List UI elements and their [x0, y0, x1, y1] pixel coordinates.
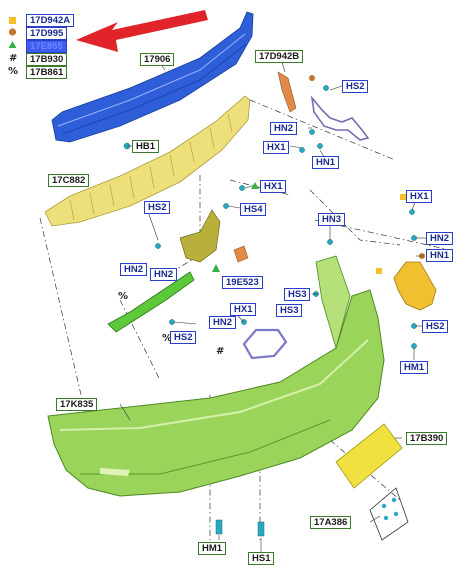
label-hn1-top[interactable]: HN1 — [312, 156, 340, 169]
label-hn2-b[interactable]: HN2 — [150, 268, 178, 281]
top-circle-marker — [309, 75, 315, 81]
label-hs3-b[interactable]: HS3 — [276, 304, 303, 317]
bumper-beam-17906 — [51, 11, 254, 143]
fastener-clips — [123, 85, 417, 537]
label-hs3-a[interactable]: HS3 — [284, 288, 311, 301]
side-bracket-left — [107, 271, 195, 333]
wire-loop — [242, 328, 288, 360]
label-hn2-low[interactable]: HN2 — [209, 316, 237, 329]
label-hx1-top[interactable]: HX1 — [263, 141, 290, 154]
orange-clip-19E523 — [233, 245, 249, 263]
hx1-triangle-marker — [251, 182, 259, 189]
legend-code-17D995[interactable]: 17D995 — [26, 27, 68, 40]
legend-code-17D942A[interactable]: 17D942A — [26, 14, 75, 27]
right-square-marker — [400, 194, 406, 200]
label-hs1[interactable]: HS1 — [248, 552, 275, 565]
label-hs2-right[interactable]: HS2 — [422, 320, 449, 333]
energy-absorber-17C882 — [44, 95, 251, 227]
legend-code-17B861[interactable]: 17B861 — [26, 66, 68, 79]
legend-code-17E855[interactable]: 17E855 — [26, 40, 67, 53]
label-hn2-right[interactable]: HN2 — [426, 232, 454, 245]
label-17A386[interactable]: 17A386 — [310, 516, 352, 529]
label-17C882[interactable]: 17C882 — [48, 174, 90, 187]
hash-marker: # — [216, 346, 225, 357]
label-hx1-mid[interactable]: HX1 — [260, 180, 287, 193]
bumper-cover-17K835 — [47, 255, 385, 497]
label-hs4[interactable]: HS4 — [240, 203, 267, 216]
license-plate-bracket-17B390 — [335, 423, 403, 489]
label-17B390[interactable]: 17B390 — [406, 432, 448, 445]
label-hn2-top[interactable]: HN2 — [270, 122, 298, 135]
wire-bracket-top — [310, 95, 370, 141]
label-17D942B[interactable]: 17D942B — [255, 50, 304, 63]
label-hm1-right[interactable]: HM1 — [400, 361, 429, 374]
label-hm1-bottom[interactable]: HM1 — [198, 542, 227, 555]
label-17906[interactable]: 17906 — [140, 53, 175, 66]
label-hs2-left[interactable]: HS2 — [144, 201, 171, 214]
center-bracket — [179, 209, 221, 263]
right-square-marker-2 — [376, 268, 382, 274]
legend-percent-symbol: % — [8, 66, 19, 77]
center-triangle-marker — [212, 264, 220, 272]
legend-code-17B930[interactable]: 17B930 — [26, 53, 68, 66]
fastener-kit-17A386 — [369, 487, 409, 541]
label-hs2-low[interactable]: HS2 — [170, 331, 197, 344]
label-hn1-right[interactable]: HN1 — [426, 249, 454, 262]
legend-square-glyph — [9, 17, 16, 24]
label-hn3[interactable]: HN3 — [318, 213, 346, 226]
label-hx1-low[interactable]: HX1 — [230, 303, 257, 316]
label-hs2-top[interactable]: HS2 — [342, 80, 369, 93]
legend-hash-symbol: # — [9, 53, 18, 64]
side-bracket-right — [393, 261, 437, 311]
legend-triangle-glyph — [8, 41, 17, 48]
percent-marker-2: % — [162, 333, 173, 344]
label-hx1-right[interactable]: HX1 — [406, 190, 433, 203]
label-19E523[interactable]: 19E523 — [222, 276, 263, 289]
highlight-arrow — [76, 10, 208, 52]
label-hn2-a[interactable]: HN2 — [120, 263, 148, 276]
percent-marker: % — [118, 291, 129, 302]
legend-circle-glyph — [8, 28, 17, 36]
label-17K835[interactable]: 17K835 — [56, 398, 98, 411]
bracket-17D942B — [277, 71, 297, 113]
label-hb1[interactable]: HB1 — [132, 140, 160, 153]
